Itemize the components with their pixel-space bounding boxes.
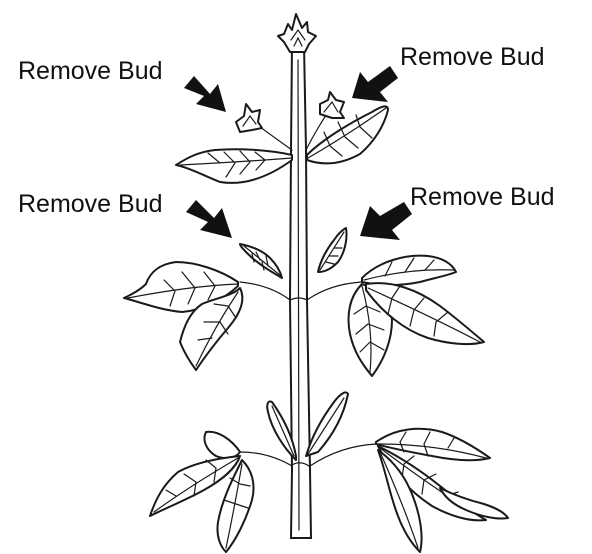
label-remove-bud-mid-right: Remove Bud (410, 183, 555, 211)
middle-right-leaves (307, 256, 484, 376)
arrow-icon-upper-left (184, 76, 226, 112)
lower-left-leaves (150, 432, 292, 552)
lower-right-leaves (310, 429, 508, 552)
arrow-icon-middle-right (360, 202, 412, 240)
upper-left-leaf (176, 149, 292, 183)
middle-left-bud (240, 244, 282, 278)
middle-right-bud (318, 228, 347, 272)
arrow-icon-middle-left (186, 200, 232, 238)
middle-left-leaves (124, 262, 290, 370)
main-stem (290, 45, 311, 538)
upper-left-bud (236, 104, 292, 150)
label-remove-bud-top-right: Remove Bud (400, 43, 545, 71)
arrow-icon-upper-right (352, 66, 398, 102)
terminal-flower-bud (278, 14, 316, 52)
upper-right-leaf (307, 106, 388, 163)
label-remove-bud-mid-left: Remove Bud (18, 190, 163, 218)
label-remove-bud-top-left: Remove Bud (18, 57, 163, 85)
